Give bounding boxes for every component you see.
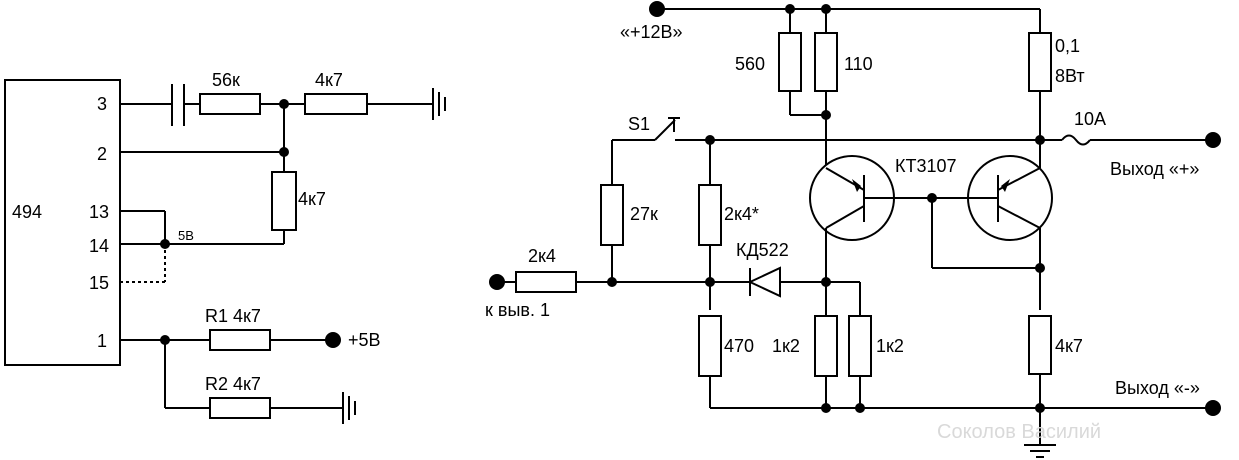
label-56k: 56к [212,70,240,90]
node-5v-label: 5В [178,228,194,243]
label-diode: КД522 [736,240,789,260]
label-output-minus: Выход «-» [1115,378,1200,398]
label-1k2-a: 1к2 [772,336,800,356]
pin-3-label: 3 [97,94,107,114]
pin3-network: 56к 4к7 [120,70,446,126]
resistor-56k [199,93,261,115]
label-2k4-star: 2к4* [724,204,759,224]
input-network: 2к4 к выв. 1 [485,246,750,320]
label-r1: R1 4к7 [205,306,261,326]
resistor-110 [814,32,838,92]
label-1k2-b: 1к2 [876,336,904,356]
resistor-470 [698,315,722,377]
supply-rail: «+12В» [620,1,1040,42]
label-560: 560 [735,54,765,74]
ic-label: 494 [12,202,42,222]
label-s1: S1 [628,114,650,134]
ground-rail: Выход «-» [710,378,1221,458]
pin1-network: +5В R1 4к7 R2 4к7 [120,306,381,424]
label-4k7-top: 4к7 [315,70,343,90]
pin-1-label: 1 [97,331,107,351]
pin-13-label: 13 [89,202,109,222]
ic-494: 494 3 2 13 14 15 1 [4,79,121,366]
resistor-r1 [209,329,271,351]
pin2-network: 4к7 [120,104,326,244]
label-4k7-mid: 4к7 [298,189,326,209]
resistor-2k4s-branch: 2к4* [698,140,759,310]
label-fuse: 10А [1074,109,1106,129]
transistor-q2: КТ3107 [895,155,1053,310]
resistor-4k7-mid [271,171,297,231]
label-r2: R2 4к7 [205,374,261,394]
pin-14-label: 14 [89,236,109,256]
diode-kd522: КД522 [736,240,861,316]
resistor-1k2-b [848,315,872,377]
resistor-560 [778,32,802,92]
pin-2-label: 2 [97,144,107,164]
resistor-1k2-a [814,315,838,377]
resistor-4k7-top [304,93,368,115]
resistor-27k-branch: 27к [600,184,658,287]
label-plus12v: «+12В» [620,22,683,42]
label-output-plus: Выход «+» [1110,159,1199,179]
resistor-0-1-ohm [1028,32,1052,92]
resistor-r2 [209,397,271,419]
watermark: Соколов Василий [937,421,1101,443]
label-470: 470 [724,336,754,356]
shunt-resistor: 0,1 8Вт [1028,9,1085,168]
label-shunt-power: 8Вт [1055,66,1085,86]
terminal-plus5v [325,332,341,348]
switch-s1: S1 [611,114,1062,185]
terminal-output-minus [1205,400,1221,416]
bias-resistors: 560 110 [735,9,873,168]
label-transistor: КТ3107 [895,156,957,176]
label-input: к выв. 1 [485,300,550,320]
label-27k: 27к [630,204,658,224]
label-plus5v: +5В [348,330,381,350]
label-110: 110 [844,54,873,74]
fuse-and-output-plus: 10А Выход «+» [1061,109,1221,179]
resistor-4k7-output [1028,315,1052,375]
label-shunt-value: 0,1 [1055,36,1080,56]
bottom-resistors: 470 1к2 1к2 4к7 [698,315,1083,445]
resistor-2k4-star [698,184,722,246]
fuse-10a [1061,134,1091,146]
pins-13-14-15: 5В [120,210,284,283]
terminal-output-plus [1205,132,1221,148]
resistor-2k4-input [515,271,577,293]
pin-15-label: 15 [89,273,109,293]
label-2k4-input: 2к4 [528,246,556,266]
resistor-27k [600,184,624,246]
label-4k7-output: 4к7 [1055,336,1083,356]
